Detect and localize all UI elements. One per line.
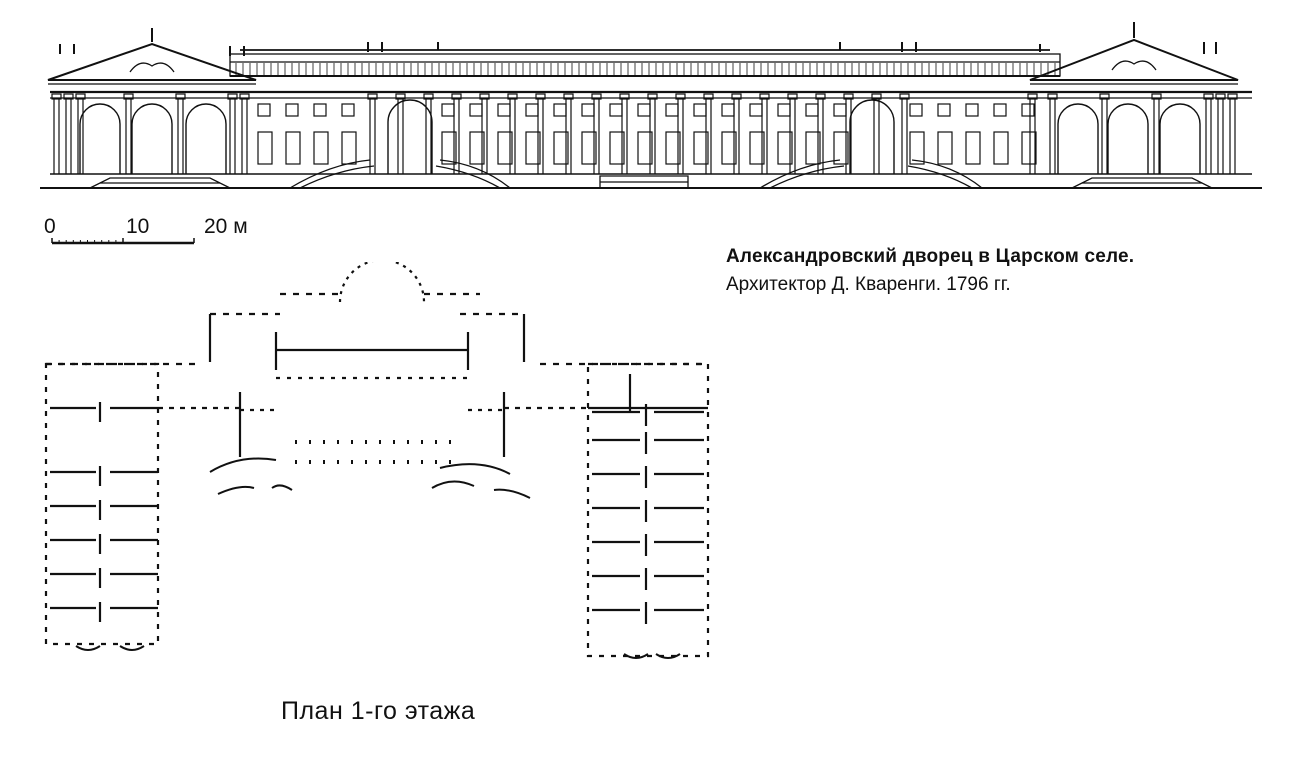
upper-window [441, 103, 455, 117]
upper-window [285, 103, 299, 117]
column-capital [703, 93, 714, 100]
lower-window [937, 131, 953, 165]
upper-window [909, 103, 923, 117]
scale-bar: 0 10 20 м [44, 214, 254, 248]
column-capital [239, 93, 250, 100]
column-capital [843, 93, 854, 100]
column-capital [1215, 93, 1226, 100]
lower-window [805, 131, 821, 165]
column-capital [123, 93, 134, 100]
column-capital [535, 93, 546, 100]
lower-window [313, 131, 329, 165]
lower-window [693, 131, 709, 165]
lower-window [993, 131, 1009, 165]
lower-window [257, 131, 273, 165]
upper-window [553, 103, 567, 117]
upper-window [993, 103, 1007, 117]
upper-window [965, 103, 979, 117]
ground-floor-plan [44, 262, 710, 659]
column-capital [423, 93, 434, 100]
lower-window [965, 131, 981, 165]
column-capital [675, 93, 686, 100]
column-capital [787, 93, 798, 100]
column-capital [479, 93, 490, 100]
scale-label-10: 10 [126, 215, 150, 238]
upper-window [1021, 103, 1035, 117]
column-capital [619, 93, 630, 100]
upper-window [341, 103, 355, 117]
lower-window [441, 131, 457, 165]
upper-window [721, 103, 735, 117]
column-capital [507, 93, 518, 100]
column-capital [899, 93, 910, 100]
upper-window [525, 103, 539, 117]
upper-window [833, 103, 847, 117]
lower-window [497, 131, 513, 165]
caption-title: Александровский дворец в Царском селе. [726, 246, 1135, 267]
column-capital [1227, 93, 1238, 100]
column-capital [563, 93, 574, 100]
column-capital [451, 93, 462, 100]
scale-label-0: 0 [44, 215, 56, 238]
column-capital [647, 93, 658, 100]
upper-window [469, 103, 483, 117]
lower-window [909, 131, 925, 165]
scale-bar-line [51, 238, 195, 245]
column-capital [759, 93, 770, 100]
column-capital [871, 93, 882, 100]
lower-window [665, 131, 681, 165]
upper-window [609, 103, 623, 117]
column-capital [227, 93, 238, 100]
upper-window [693, 103, 707, 117]
lower-window [1021, 131, 1037, 165]
caption-subtitle: Архитектор Д. Кваренги. 1796 гг. [726, 274, 1011, 295]
caption: Александровский дворец в Царском селе. А… [726, 246, 1134, 296]
lower-window [637, 131, 653, 165]
upper-window [313, 103, 327, 117]
upper-window [665, 103, 679, 117]
upper-window [497, 103, 511, 117]
column-capital [815, 93, 826, 100]
column-capital [367, 93, 378, 100]
column-capital [75, 93, 86, 100]
column-capital [1099, 93, 1110, 100]
upper-window [581, 103, 595, 117]
upper-window [637, 103, 651, 117]
lower-window [341, 131, 357, 165]
lower-window [553, 131, 569, 165]
scale-label-20m: 20 м [204, 215, 248, 238]
lower-window [285, 131, 301, 165]
lower-window [609, 131, 625, 165]
column-capital [63, 93, 74, 100]
upper-window [257, 103, 271, 117]
lower-window [525, 131, 541, 165]
column-capital [1151, 93, 1162, 100]
lower-window [581, 131, 597, 165]
lower-window [721, 131, 737, 165]
column-capital [395, 93, 406, 100]
upper-window [749, 103, 763, 117]
column-capital [51, 93, 62, 100]
lower-window [777, 131, 793, 165]
upper-window [805, 103, 819, 117]
column-capital [591, 93, 602, 100]
upper-window [777, 103, 791, 117]
palace-facade-elevation [40, 22, 1262, 189]
upper-window [937, 103, 951, 117]
lower-window [833, 131, 849, 165]
column-capital [175, 93, 186, 100]
column-capital [731, 93, 742, 100]
plan-label: План 1-го этажа [281, 697, 476, 725]
lower-window [749, 131, 765, 165]
column-capital [1047, 93, 1058, 100]
column-capital [1027, 93, 1038, 100]
lower-window [469, 131, 485, 165]
column-capital [1203, 93, 1214, 100]
